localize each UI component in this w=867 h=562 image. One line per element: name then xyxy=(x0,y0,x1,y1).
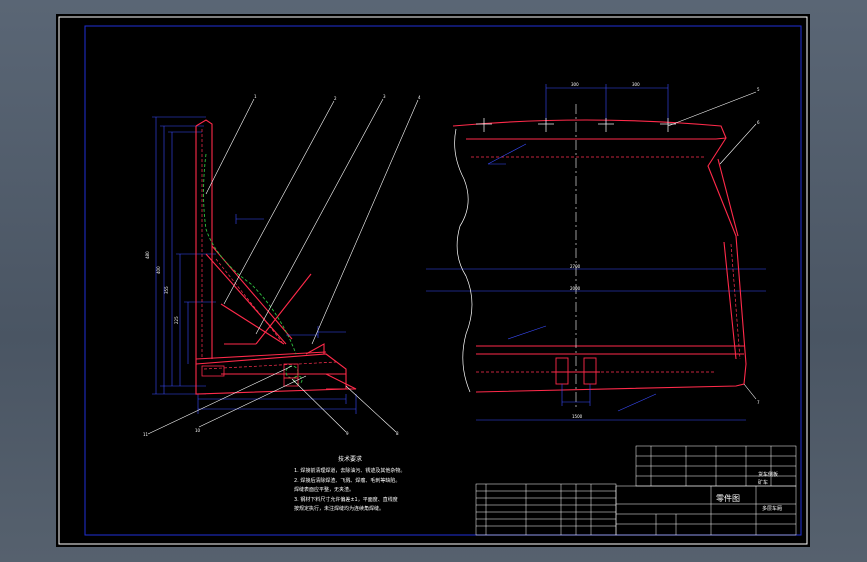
designer-label: 矿车 xyxy=(758,479,768,486)
callout-4: 4 xyxy=(418,95,421,100)
svg-text:300: 300 xyxy=(632,82,640,87)
inner-frame xyxy=(84,25,802,536)
svg-text:1500: 1500 xyxy=(572,414,583,419)
callout-7: 7 xyxy=(757,400,760,405)
svg-text:400: 400 xyxy=(156,266,161,274)
callout-11: 11 xyxy=(143,432,149,437)
callout-2: 2 xyxy=(334,96,337,101)
right-front-view: 300 300 2700 2000 1500 xyxy=(426,82,766,421)
callout-8: 8 xyxy=(396,431,399,436)
callout-5: 5 xyxy=(757,87,760,92)
bottom-details xyxy=(201,363,299,387)
callout-9: 9 xyxy=(346,431,349,436)
weld-path xyxy=(203,153,303,385)
callout-3: 3 xyxy=(383,94,386,99)
width-dimensions xyxy=(426,268,766,421)
part-name-label: 货车侧板 xyxy=(758,471,778,478)
callout-10: 10 xyxy=(195,428,201,433)
break-line xyxy=(454,128,473,393)
drawing-sheet: 480 400 355 225 xyxy=(56,14,810,547)
note-line-5: 按规定执行，未注焊缝均为连续角焊缝。 xyxy=(294,505,384,512)
title-block xyxy=(475,445,797,536)
drawing-type-label: 零件图 xyxy=(716,493,740,503)
left-callout-labels: 1 2 3 4 11 10 9 8 xyxy=(143,94,421,437)
left-body-outline xyxy=(195,119,357,395)
svg-text:2000: 2000 xyxy=(570,286,581,291)
left-leaders xyxy=(147,98,419,435)
top-dimensions xyxy=(545,84,669,124)
technical-notes: 技术要求 1. 焊接前清理焊道，去除油污、锈迹及其他杂物。 2. 焊接后清除焊渣… xyxy=(294,455,405,512)
note-line-4: 3. 钢材下料尺寸允许偏差±1，平面度、直线度 xyxy=(294,496,398,503)
svg-text:480: 480 xyxy=(145,251,150,259)
left-hidden-lines xyxy=(201,129,337,370)
right-body-outline xyxy=(452,119,747,393)
left-section-view: 480 400 355 225 xyxy=(143,94,421,437)
notes-title: 技术要求 xyxy=(338,455,362,463)
organization-label: 多层车厢 xyxy=(762,505,782,512)
right-hidden-lines xyxy=(471,156,741,373)
svg-text:300: 300 xyxy=(571,82,579,87)
cad-drawing: 480 400 355 225 xyxy=(58,16,808,545)
outer-frame xyxy=(58,16,808,545)
note-line-2: 2. 焊接后清除焊渣、飞溅、焊瘤、毛刺等缺陷。 xyxy=(294,477,400,484)
left-dimensions xyxy=(152,116,357,414)
note-line-1: 1. 焊接前清理焊道，去除油污、锈迹及其他杂物。 xyxy=(294,467,405,474)
svg-text:355: 355 xyxy=(164,286,169,294)
svg-text:2700: 2700 xyxy=(570,264,581,269)
note-line-3: 焊缝表面应平整，无夹渣。 xyxy=(294,486,354,493)
left-dimension-text: 480 400 355 225 xyxy=(145,251,179,324)
right-leaders xyxy=(667,91,757,400)
weld-symbols xyxy=(235,214,346,338)
callout-6: 6 xyxy=(757,120,760,125)
callout-1: 1 xyxy=(254,94,257,99)
svg-text:225: 225 xyxy=(174,316,179,324)
